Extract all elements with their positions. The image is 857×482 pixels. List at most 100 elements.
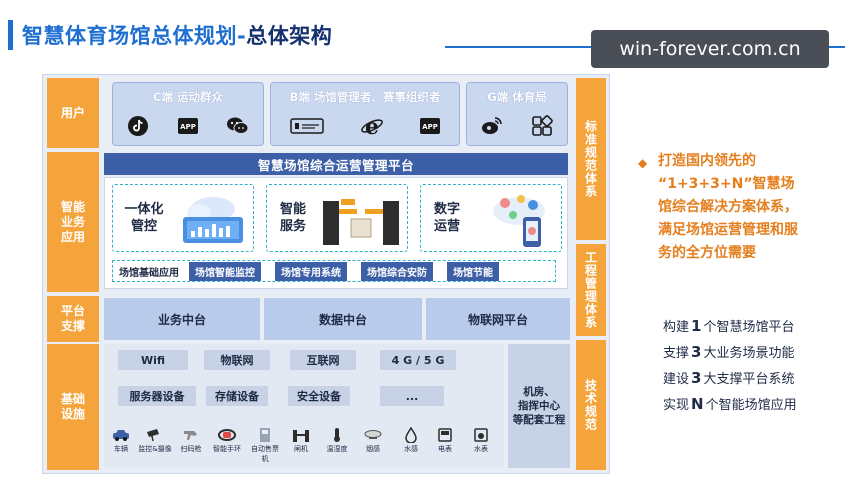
- basic-app-chip: 场馆综合安防: [361, 261, 433, 281]
- user-box-c: C端 运动群众 APP: [112, 82, 264, 146]
- app-card-digital-ops: 数字 运营: [420, 184, 562, 252]
- layer-users-label: 用户: [47, 78, 99, 148]
- engineering-system-label: 工程管理体系: [576, 244, 606, 336]
- device-item: 自动售票机: [248, 426, 282, 464]
- app-card-label: 数字 运营: [433, 202, 460, 234]
- camera-icon: [138, 426, 172, 444]
- device-label: 水感: [404, 445, 418, 453]
- layer-platform-label: 平台 支撑: [47, 296, 99, 342]
- grid-icon: [529, 113, 555, 139]
- user-c-title: C端 运动群众: [153, 90, 223, 104]
- device-item: 烟感: [356, 426, 390, 454]
- turnstile-icon: [284, 426, 318, 444]
- svg-text:APP: APP: [180, 123, 196, 131]
- infra-chip: 服务器设备: [118, 386, 196, 406]
- weibo-icon: [479, 113, 505, 139]
- device-label: 车辆: [114, 445, 128, 453]
- device-item: 电表: [428, 426, 462, 454]
- device-item: 闸机: [284, 426, 318, 454]
- infra-chip: 物联网: [204, 350, 270, 370]
- device-item: 监控&摄像: [138, 426, 172, 454]
- summary-num: 1: [691, 317, 702, 335]
- headline-text: 打造国内领先的 “1+3+3+N”智慧场 馆综合解决方案体系， 满足场馆运营管理…: [658, 153, 798, 261]
- infra-chip: 安全设备: [288, 386, 350, 406]
- app-card-label: 一体化 管控: [124, 202, 164, 234]
- app-icon: APP: [175, 113, 201, 139]
- user-box-b: B端 场馆管理者、赛事组织者 e APP: [270, 82, 460, 146]
- app-card-label: 智能 服务: [279, 202, 306, 234]
- gate-service-icon: [323, 199, 399, 245]
- summary-pre: 支撑: [663, 346, 690, 361]
- summary-num: 3: [691, 369, 702, 387]
- water-drop-icon: [394, 426, 428, 444]
- diamond-bullet-icon: ◆: [638, 156, 648, 170]
- device-label: 烟感: [366, 445, 380, 453]
- device-label: 智能手环: [213, 445, 241, 453]
- tiktok-icon: [125, 113, 151, 139]
- summary-post: 大支撑平台系统: [703, 372, 795, 387]
- basic-apps-label: 场馆基础应用: [119, 267, 179, 279]
- platform-data: 数据中台: [264, 298, 422, 340]
- device-label: 电表: [438, 445, 452, 453]
- device-item: 扫码枪: [174, 426, 208, 454]
- water-meter-icon: [464, 426, 498, 444]
- summary-num: N: [691, 395, 704, 413]
- watermark: win-forever.com.cn: [591, 30, 829, 68]
- thermometer-icon: [320, 426, 354, 444]
- device-item: 温湿度: [320, 426, 354, 454]
- standard-system-label: 标准规范体系: [576, 78, 606, 240]
- summary-post: 大业务场景功能: [703, 346, 795, 361]
- summary-pre: 建设: [663, 372, 690, 387]
- title-main: 智慧体育场馆总体规划-: [22, 24, 247, 48]
- layer-apps-label: 智能 业务 应用: [47, 152, 99, 292]
- wechat-icon: [225, 113, 251, 139]
- electric-meter-icon: [428, 426, 462, 444]
- ie-icon: e: [359, 113, 385, 139]
- scanner-icon: [174, 426, 208, 444]
- infra-chip: 存储设备: [206, 386, 268, 406]
- infra-chip: 4 G / 5 G: [380, 350, 456, 370]
- ticket-machine-icon: [248, 426, 282, 444]
- basic-apps-row: 场馆基础应用 场馆智能监控 场馆专用系统 场馆综合安防 场馆节能: [112, 260, 556, 282]
- wristband-icon: [210, 426, 244, 444]
- platform-iot: 物联网平台: [426, 298, 570, 340]
- car-icon: [104, 426, 138, 444]
- smoke-detector-icon: [356, 426, 390, 444]
- device-label: 温湿度: [326, 445, 348, 453]
- platform-business: 业务中台: [104, 298, 260, 340]
- data-cloud-phone-icon: [493, 195, 545, 247]
- infra-chip: 互联网: [290, 350, 356, 370]
- basic-app-chip: 场馆节能: [447, 261, 499, 281]
- summary-post: 个智能场馆应用: [705, 398, 797, 413]
- title-accent-bar: [8, 20, 13, 50]
- title-highlight: 总体架构: [246, 24, 333, 48]
- layer-base-label: 基础 设施: [47, 344, 99, 470]
- svg-text:e: e: [365, 114, 379, 138]
- summary-pre: 实现: [663, 398, 690, 413]
- user-b-title: B端 场馆管理者、赛事组织者: [289, 90, 441, 104]
- platform-banner: 智慧场馆综合运营管理平台: [104, 153, 568, 175]
- device-label: 监控&摄像: [138, 445, 172, 453]
- cloud-dashboard-icon: [183, 197, 243, 243]
- app-icon: APP: [417, 113, 443, 139]
- page-title: 智慧体育场馆总体规划-总体架构: [22, 20, 332, 50]
- device-item: 智能手环: [210, 426, 244, 454]
- basic-app-chip: 场馆智能监控: [189, 261, 261, 281]
- screen-icon: [287, 113, 327, 139]
- user-box-g: G端 体育局: [466, 82, 568, 146]
- app-card-integrated-control: 一体化 管控: [112, 184, 254, 252]
- device-label: 水表: [474, 445, 488, 453]
- basic-app-chip: 场馆专用系统: [275, 261, 347, 281]
- device-item: 水表: [464, 426, 498, 454]
- summary-post: 个智慧场馆平台: [703, 320, 795, 335]
- device-item: 水感: [394, 426, 428, 454]
- infra-chip: Wifi: [118, 350, 188, 370]
- headline-block: ◆ 打造国内领先的 “1+3+3+N”智慧场 馆综合解决方案体系， 满足场馆运营…: [638, 150, 840, 265]
- user-g-title: G端 体育局: [487, 90, 547, 104]
- summary-num: 3: [691, 343, 702, 361]
